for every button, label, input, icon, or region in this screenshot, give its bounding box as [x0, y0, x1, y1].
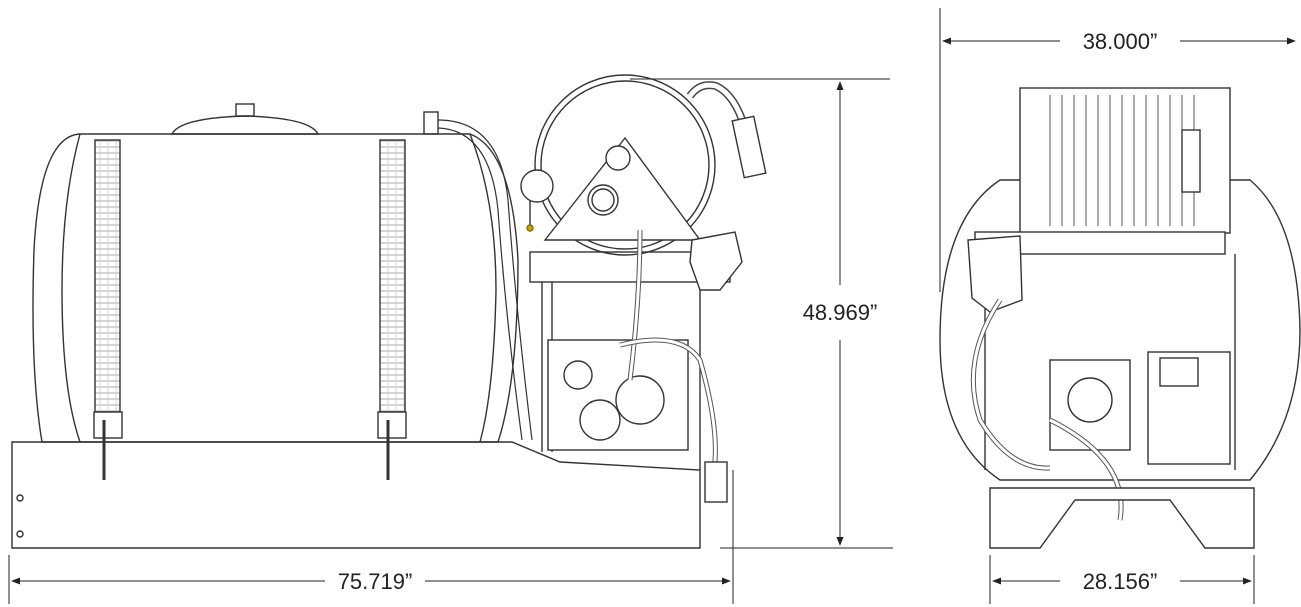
side-height-label: 48.969”	[803, 300, 878, 325]
end-tank	[939, 179, 1301, 481]
dimension-lines	[8, 8, 1296, 604]
pump	[547, 339, 689, 451]
skid-base	[11, 441, 701, 549]
end-view	[939, 87, 1301, 549]
side-view	[11, 74, 767, 549]
end-width-top-label: 38.000”	[1083, 29, 1158, 54]
engine	[1147, 351, 1231, 465]
end-width-base-label: 28.156”	[1083, 569, 1158, 594]
side-length-label: 75.719”	[338, 569, 413, 594]
tank-lid	[170, 115, 320, 135]
end-skid	[989, 487, 1255, 549]
hose-reel	[534, 74, 716, 256]
spray-gun	[689, 231, 743, 291]
tank-strap-left	[94, 139, 121, 413]
end-pump	[1049, 359, 1131, 451]
tank-strap-right	[379, 139, 406, 413]
